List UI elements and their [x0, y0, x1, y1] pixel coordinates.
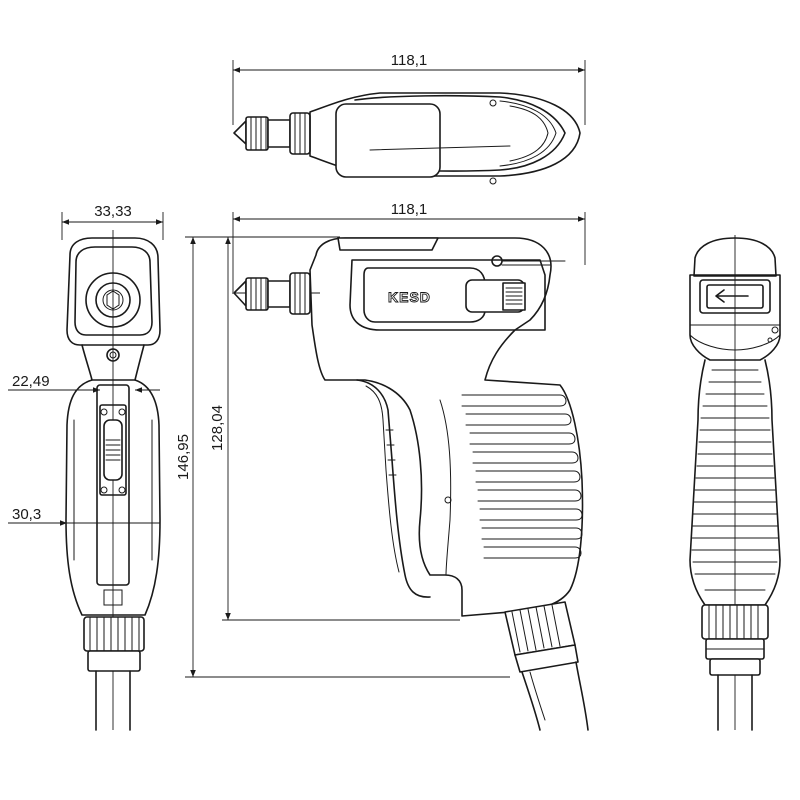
body-height-dimension: 128,04	[209, 237, 460, 621]
nozzle-collar	[267, 119, 291, 148]
logo-panel	[363, 267, 486, 323]
overall-height-dimension: 146,95	[175, 236, 510, 678]
top-body-inner	[354, 94, 566, 172]
side-view: 118,1 146,95 128,04	[175, 201, 589, 731]
top-handle-cap	[335, 103, 441, 178]
front-width-label: 33,33	[94, 203, 132, 220]
top-length-dimension: 118,1	[232, 52, 586, 125]
side-knurled-nut	[245, 277, 269, 311]
overall-height-label: 146,95	[175, 434, 192, 480]
top-length-label: 118,1	[391, 52, 427, 69]
rear-switch-window	[699, 279, 771, 314]
brand-logo-text: KESD	[388, 289, 431, 305]
top-view: 118,1	[232, 52, 586, 185]
rear-grip-ribs	[691, 369, 779, 575]
grip-ribs	[461, 394, 583, 559]
hook-ring	[491, 255, 503, 267]
side-length-dimension: 118,1	[232, 201, 586, 292]
nozzle-tip	[233, 120, 247, 145]
rear-view	[689, 235, 781, 731]
front-view: 33,33 22,49 30,3	[8, 203, 164, 731]
trigger	[356, 379, 431, 598]
side-top-cap	[337, 237, 439, 251]
left-arrow-icon	[715, 289, 749, 303]
logo-panel-outer	[349, 259, 546, 331]
side-nozzle-tip	[233, 280, 247, 307]
front-head-outline	[66, 237, 161, 346]
front-center-panel	[96, 384, 130, 586]
dim-22-dimension: 22,49	[8, 373, 160, 393]
rear-head-body	[689, 274, 781, 361]
rear-head-cap	[693, 237, 777, 277]
side-nozzle-collar	[267, 280, 291, 308]
gun-body-outline	[309, 237, 584, 617]
front-nozzle-face	[85, 272, 141, 328]
front-width-dimension: 33,33	[61, 203, 164, 240]
body-height-label: 128,04	[209, 405, 226, 451]
side-length-label: 118,1	[391, 201, 427, 218]
dim-30-dimension: 30,3	[8, 506, 160, 526]
front-body-outline	[65, 379, 161, 616]
side-hose-connector	[504, 601, 589, 731]
dim-22-label: 22,49	[12, 373, 50, 390]
front-connector	[83, 616, 145, 652]
knurled-nut	[245, 116, 269, 151]
dim-30-label: 30,3	[12, 506, 41, 523]
hex-screw-icon	[106, 290, 120, 310]
